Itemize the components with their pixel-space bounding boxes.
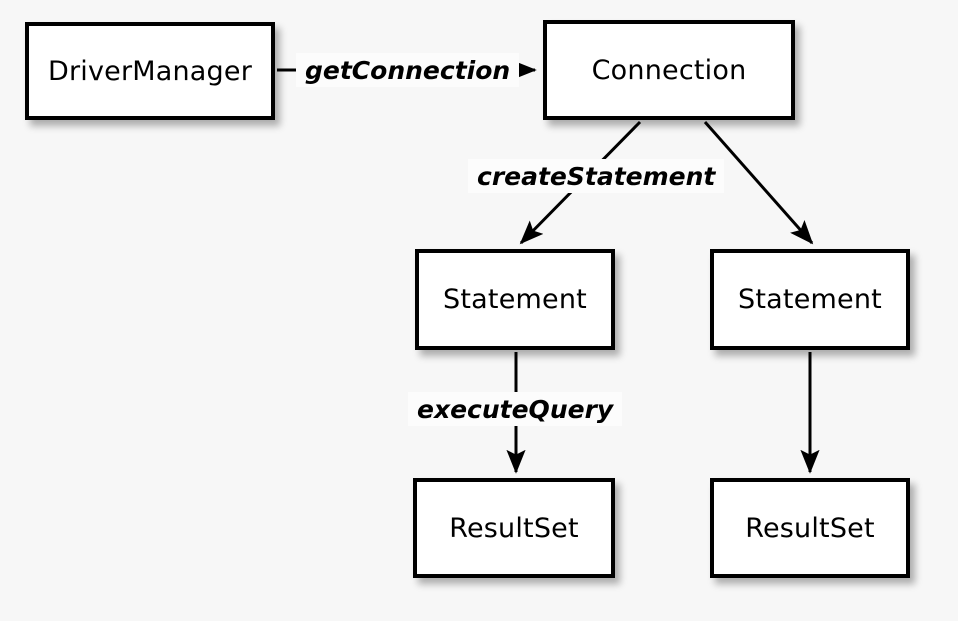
node-connection-label: Connection <box>591 54 747 86</box>
edge-label-execute-query-text: executeQuery <box>417 394 614 424</box>
node-connection[interactable]: Connection <box>543 20 795 120</box>
edge-label-get-connection: getConnection <box>296 53 520 87</box>
connector-connection-to-statement-right <box>703 121 814 245</box>
node-statement-right[interactable]: Statement <box>710 249 910 350</box>
node-statement-right-label: Statement <box>738 284 882 315</box>
node-resultset-left[interactable]: ResultSet <box>413 478 615 578</box>
node-drivermanager[interactable]: DriverManager <box>25 22 275 120</box>
node-resultset-left-label: ResultSet <box>449 512 579 544</box>
node-statement-left-label: Statement <box>443 284 587 315</box>
node-resultset-right-label: ResultSet <box>745 512 875 544</box>
edge-label-execute-query: executeQuery <box>408 392 623 426</box>
node-statement-left[interactable]: Statement <box>415 249 615 350</box>
edge-label-create-statement-text: createStatement <box>477 161 716 191</box>
edge-label-create-statement: createStatement <box>468 159 725 193</box>
node-resultset-right[interactable]: ResultSet <box>710 478 910 578</box>
edge-label-get-connection-text: getConnection <box>305 55 511 85</box>
node-drivermanager-label: DriverManager <box>47 55 253 87</box>
